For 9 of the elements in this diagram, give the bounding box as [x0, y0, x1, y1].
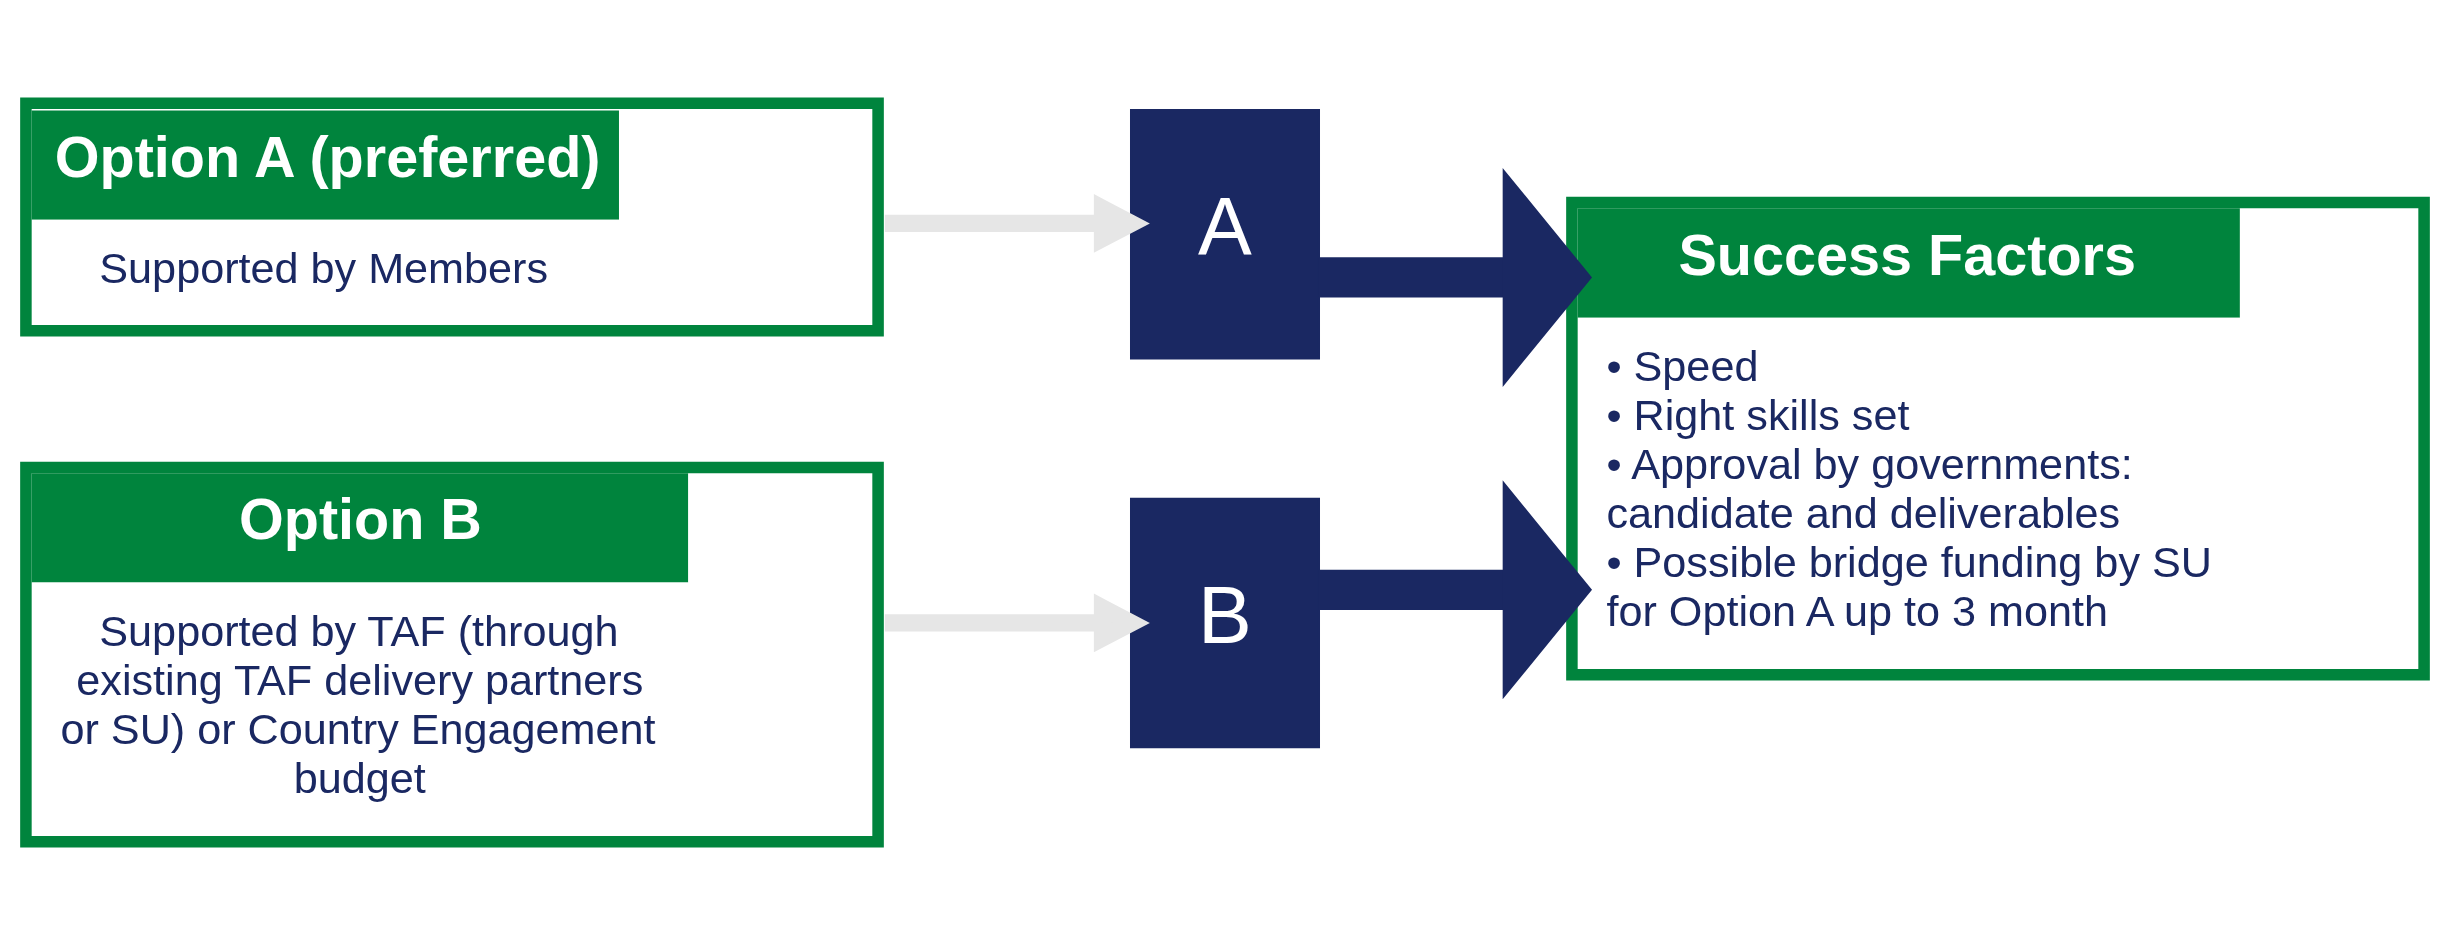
- arrow: [884, 593, 1150, 653]
- arrow: [1319, 480, 1593, 700]
- node-box: Option B Supported by TAF (through existing TAF delivery partners or SU) or Country Engagement budget: [20, 461, 884, 848]
- node-box: B: [1130, 497, 1320, 749]
- arrow: [884, 194, 1150, 253]
- node-box: Option A (preferred) Supported by Members: [20, 97, 884, 337]
- arrow: [1319, 167, 1593, 387]
- node-box: A: [1130, 109, 1320, 360]
- node-box: Success Factors • Speed • Right skills set • Approval by governments: candidate and deliverables • Possible bridge funding by SU for Option A up to 3 month: [1566, 196, 2430, 681]
